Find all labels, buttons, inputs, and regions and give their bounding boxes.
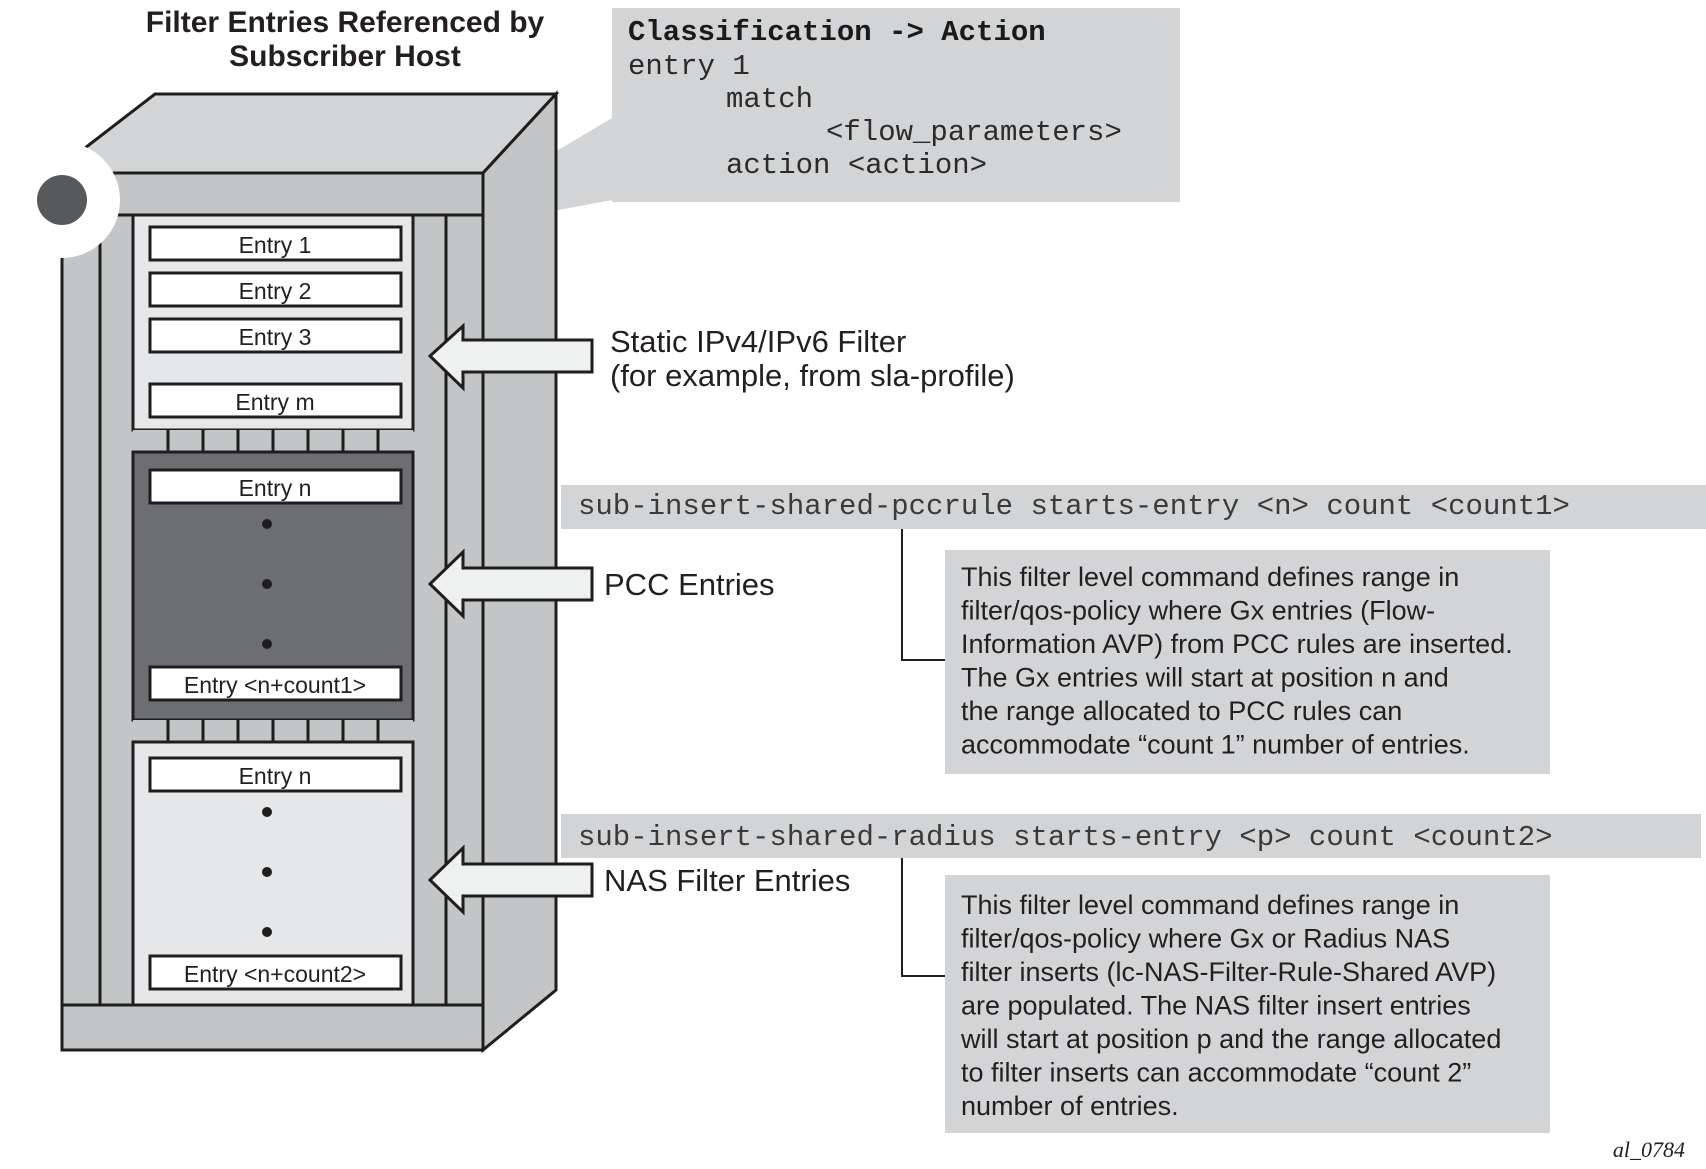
left-arrow-icon bbox=[427, 844, 594, 916]
ellipsis-dot bbox=[262, 519, 272, 529]
callout-box bbox=[612, 8, 1180, 202]
description-line: This filter level command defines range … bbox=[961, 562, 1459, 592]
entry-label: Entry <n+count1> bbox=[184, 672, 366, 698]
pcc-last-entry: Entry <n+count1> bbox=[148, 665, 403, 702]
radius-command-text: sub-insert-shared-radius starts-entry <p… bbox=[578, 821, 1553, 854]
description-line: The Gx entries will start at position n … bbox=[961, 663, 1449, 693]
figure-id: al_0784 bbox=[1613, 1137, 1685, 1162]
filter-cabinet: Entry 1 Entry 2 Entry 3 Entry m Entry n … bbox=[60, 90, 560, 1054]
callout-line-flow-params: <flow_parameters> bbox=[826, 116, 1122, 149]
description-line: filter/qos-policy where Gx entries (Flow… bbox=[961, 596, 1435, 626]
entry-label: Entry <n+count2> bbox=[184, 961, 366, 987]
radius-command-bar bbox=[561, 814, 1701, 858]
pcc-first-entry: Entry n bbox=[148, 468, 403, 505]
entry-label: Entry n bbox=[239, 475, 312, 501]
description-line: This filter level command defines range … bbox=[961, 890, 1459, 920]
section-separator bbox=[133, 720, 413, 742]
entry-label: Entry 3 bbox=[239, 324, 312, 350]
cabinet-base bbox=[60, 1003, 485, 1052]
pcc-description-box bbox=[945, 550, 1550, 774]
cabinet-front-header bbox=[60, 171, 485, 217]
entry-label: Entry n bbox=[239, 763, 312, 789]
diagram-title-line-2: Subscriber Host bbox=[229, 40, 461, 73]
static-entry: Entry 2 bbox=[148, 271, 403, 308]
ellipsis-dot bbox=[262, 867, 272, 877]
static-entry: Entry 3 bbox=[148, 317, 403, 354]
ellipsis-dot bbox=[262, 579, 272, 589]
entry-label: Entry 1 bbox=[239, 232, 312, 258]
description-line: filter inserts (lc-NAS-Filter-Rule-Share… bbox=[961, 957, 1496, 987]
description-line: number of entries. bbox=[961, 1091, 1179, 1121]
description-line: to filter inserts can accommodate “count… bbox=[961, 1058, 1471, 1088]
callout-line-entry: entry 1 bbox=[628, 50, 750, 83]
nas-filter-entries-label: NAS Filter Entries bbox=[604, 863, 850, 898]
left-arrow-icon bbox=[427, 548, 594, 620]
entry-label: Entry m bbox=[235, 389, 314, 415]
static-filter-label-line-1: Static IPv4/IPv6 Filter bbox=[610, 324, 906, 359]
pcc-command-text: sub-insert-shared-pccrule starts-entry <… bbox=[578, 490, 1570, 523]
radius-description-text: This filter level command defines range … bbox=[960, 890, 1501, 1121]
nas-first-entry: Entry n bbox=[148, 756, 403, 793]
description-line: accommodate “count 1” number of entries. bbox=[961, 730, 1470, 760]
pcc-connector-line bbox=[901, 529, 946, 661]
static-entry: Entry m bbox=[148, 382, 403, 419]
section-separator bbox=[133, 430, 413, 452]
reference-dot-icon bbox=[37, 175, 87, 225]
cabinet-top bbox=[83, 92, 560, 175]
diagram-title-line-1: Filter Entries Referenced by bbox=[146, 6, 545, 39]
radius-connector-line bbox=[901, 858, 946, 977]
ellipsis-dot bbox=[262, 639, 272, 649]
classification-action-callout: Classification -> Action entry 1 match <… bbox=[612, 8, 1180, 202]
callout-line-action: action <action> bbox=[726, 149, 987, 182]
description-line: will start at position p and the range a… bbox=[960, 1024, 1501, 1054]
callout-line-match: match bbox=[726, 83, 813, 116]
static-entry: Entry 1 bbox=[148, 225, 403, 262]
radius-description-box bbox=[945, 875, 1550, 1133]
nas-last-entry: Entry <n+count2> bbox=[148, 954, 403, 991]
pcc-description-text: This filter level command defines range … bbox=[961, 562, 1513, 760]
pcc-entries-label: PCC Entries bbox=[604, 567, 775, 602]
static-filter-label-line-2: (for example, from sla-profile) bbox=[610, 358, 1015, 393]
description-line: are populated. The NAS filter insert ent… bbox=[961, 991, 1471, 1021]
description-line: Information AVP) from PCC rules are inse… bbox=[961, 629, 1513, 659]
description-line: filter/qos-policy where Gx or Radius NAS bbox=[961, 924, 1450, 954]
description-line: the range allocated to PCC rules can bbox=[961, 696, 1402, 726]
entry-label: Entry 2 bbox=[239, 278, 312, 304]
left-arrow-icon bbox=[427, 322, 594, 392]
ellipsis-dot bbox=[262, 927, 272, 937]
ellipsis-dot bbox=[262, 807, 272, 817]
pcc-command-bar bbox=[561, 485, 1706, 529]
callout-heading: Classification -> Action bbox=[628, 16, 1046, 49]
